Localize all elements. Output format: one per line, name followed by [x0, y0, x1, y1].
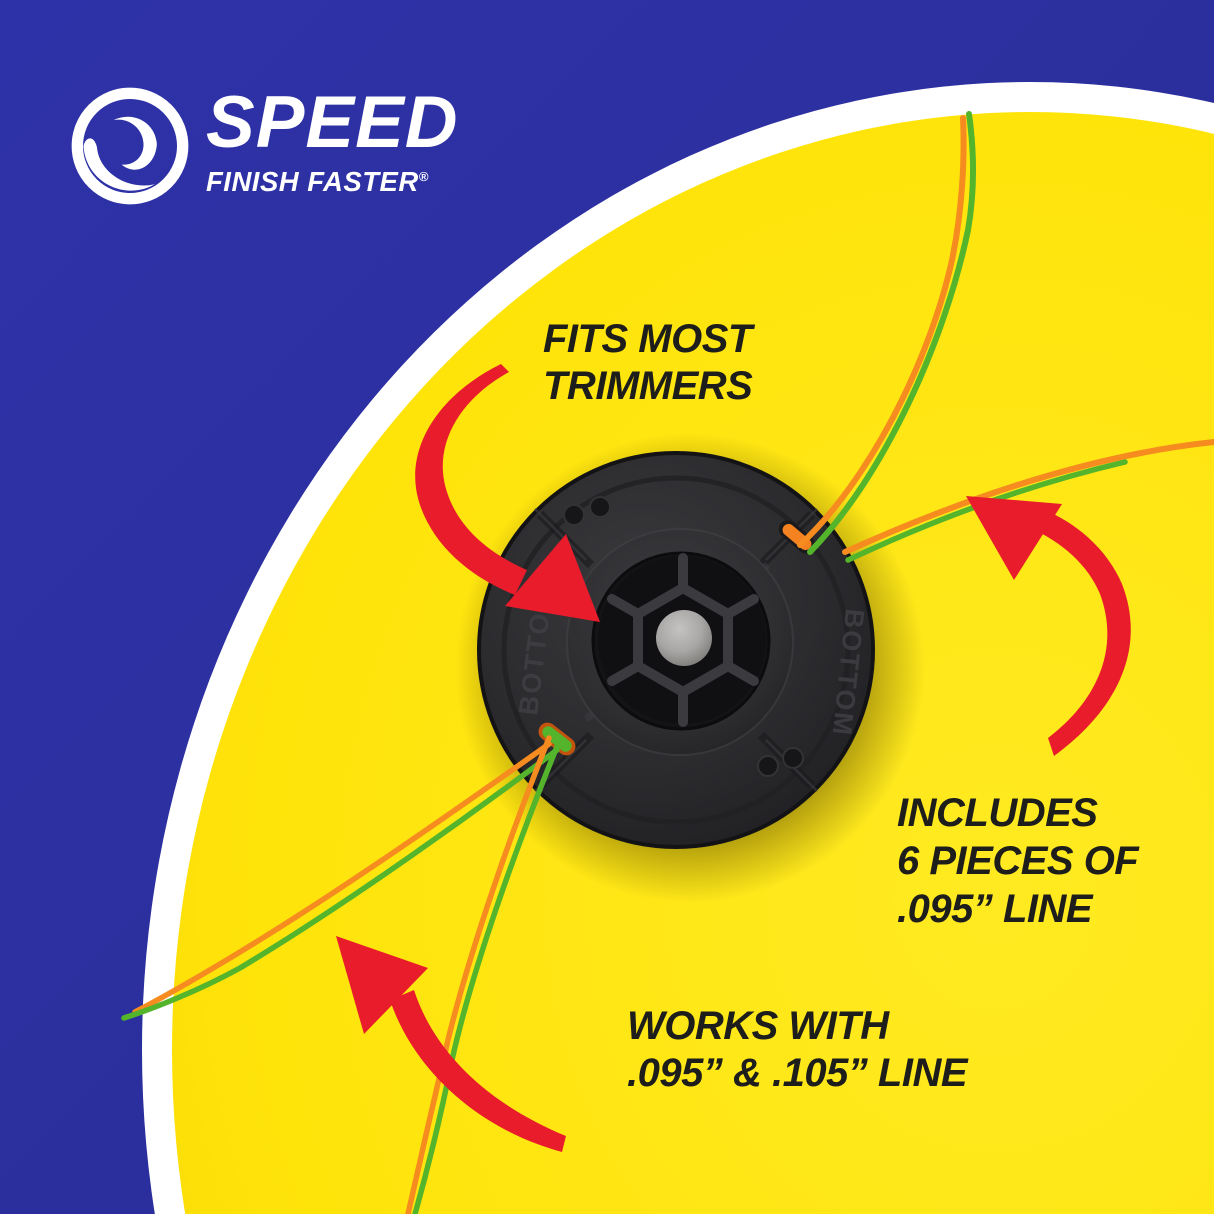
trimmer-line-green-down — [412, 741, 561, 1214]
trimmer-line-green-up — [807, 111, 976, 555]
arrow-fits-most — [415, 364, 600, 622]
hex-spoke-hub — [607, 553, 759, 727]
callout-line: .095” LINE — [897, 887, 1093, 931]
arrow-includes — [966, 496, 1131, 756]
hub-center-dome — [656, 610, 712, 666]
brand-tagline: FINISH FASTER® — [206, 166, 429, 198]
callout-line: TRIMMERS — [543, 364, 753, 408]
callout-line: .095” & .105” LINE — [627, 1051, 968, 1095]
trimmer-line-orange-downleft — [132, 741, 552, 1015]
trimmer-line-orange-right — [842, 439, 1214, 555]
callout-arrows — [336, 364, 1131, 1152]
callout-line: 6 PIECES OF — [897, 839, 1139, 883]
callout-line: INCLUDES — [897, 791, 1098, 835]
callout-works-with-line: WORKS WITH .095” & .105” LINE — [627, 1003, 968, 1097]
logo-text: SPEED FINISH FASTER® — [206, 84, 458, 197]
trimmer-line-orange-down — [405, 735, 552, 1214]
trimmer-head-photo: BOTTOM BOTTOM — [477, 451, 875, 849]
trimmer-line-orange-up — [797, 115, 967, 548]
callout-includes-line: INCLUDES 6 PIECES OF .095” LINE — [897, 789, 1139, 933]
callout-line: WORKS WITH — [627, 1004, 889, 1048]
registered-mark: ® — [418, 169, 429, 184]
arrow-works-with — [336, 936, 566, 1152]
callout-fits-most-trimmers: FITS MOST TRIMMERS — [543, 316, 753, 410]
rivet-dots — [563, 496, 804, 777]
speed-logo: SPEED FINISH FASTER® — [68, 84, 458, 208]
trimmer-line-green-downleft — [121, 747, 560, 1021]
speed-swirl-icon — [71, 87, 189, 205]
brand-name: SPEED — [206, 82, 459, 163]
callout-line: FITS MOST — [543, 317, 752, 361]
eyelet-green — [538, 722, 576, 756]
